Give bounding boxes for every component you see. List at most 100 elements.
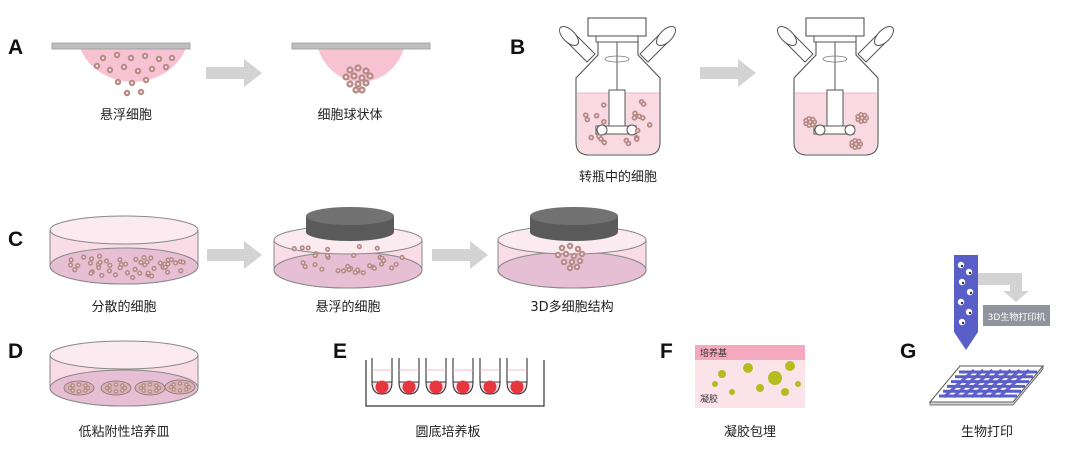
cell: [106, 268, 113, 274]
arrow-icon: [207, 241, 262, 269]
cell: [141, 254, 147, 261]
cell: [120, 383, 125, 388]
cell: [362, 79, 370, 87]
caption-dispersed-cells: 分散的细胞: [91, 300, 157, 315]
suspended-cells: [93, 51, 176, 97]
cell: [354, 80, 362, 88]
cell: [147, 389, 153, 394]
caption-low-attachment-dish: 低粘附性培养皿: [78, 425, 170, 440]
panel-e: [365, 358, 545, 407]
cell: [106, 66, 114, 74]
cell: [570, 252, 578, 260]
cell: [374, 245, 380, 251]
cell: [120, 388, 125, 393]
cell: [574, 245, 582, 253]
cell: [562, 250, 570, 258]
panel-letter-f: F: [660, 340, 673, 363]
cell: [99, 272, 105, 278]
cell: [68, 257, 74, 263]
round-bottom-plate: [365, 360, 545, 407]
cell: [137, 88, 145, 96]
cell: [312, 252, 318, 259]
petri-dish-with-lid: [273, 207, 423, 289]
cell: [573, 263, 581, 271]
cell: [184, 382, 189, 387]
cell: [807, 119, 813, 125]
print-nozzle: [954, 255, 978, 350]
caption-3d-structure: 3D多细胞结构: [530, 300, 614, 315]
cell: [133, 256, 139, 262]
cell: [640, 101, 647, 107]
cell: [162, 63, 170, 71]
cell: [566, 242, 574, 250]
cell: [366, 72, 374, 80]
cell: [151, 265, 157, 271]
cell: [155, 55, 163, 63]
cell: [354, 64, 362, 72]
cell: [164, 269, 171, 275]
cell: [72, 267, 78, 273]
plate-bar: [51, 42, 191, 50]
cell: [566, 264, 574, 272]
cell: [123, 89, 131, 97]
cell: [142, 76, 150, 84]
cell: [324, 252, 331, 259]
cell: [134, 67, 142, 75]
cell: [147, 382, 153, 387]
cell: [342, 73, 350, 81]
panel-letter-b: B: [510, 36, 526, 59]
petri-dish: [49, 215, 199, 285]
cell: [184, 387, 189, 392]
cell: [568, 258, 576, 266]
caption-suspension-cells: 悬浮细胞: [99, 108, 153, 123]
arrow-icon: [978, 273, 1029, 302]
cell: [141, 52, 149, 60]
cell: [168, 257, 174, 263]
cell: [853, 141, 859, 147]
gel-label: 凝胶: [700, 393, 718, 405]
cell: [123, 261, 129, 267]
cell: [144, 259, 150, 265]
cell: [154, 388, 159, 393]
cell: [631, 115, 638, 121]
spheroid: [510, 380, 524, 394]
cell: [120, 63, 128, 71]
panel-letter-d: D: [8, 340, 24, 363]
cell: [588, 134, 595, 141]
caption-bioprinting: 生物打印: [960, 425, 1014, 440]
panel-g: 3D生物打印机: [928, 255, 1050, 406]
cell: [81, 254, 87, 260]
caption-suspended-cells: 悬浮的细胞: [315, 300, 381, 315]
cell: [148, 65, 156, 73]
cell: [593, 112, 600, 119]
hanging-drop-shape: [318, 48, 404, 82]
cell: [113, 382, 119, 387]
cell: [291, 246, 297, 252]
cell: [138, 259, 144, 265]
cell: [113, 51, 121, 59]
arrow-icon: [206, 59, 262, 87]
cell: [639, 115, 646, 121]
cell: [312, 261, 318, 268]
cell: [75, 263, 81, 269]
cell: [96, 253, 103, 259]
caption-spheroid: 细胞球状体: [317, 108, 383, 123]
cell: [350, 72, 358, 80]
cell: [351, 252, 357, 258]
cell: [633, 136, 640, 142]
cell: [180, 259, 186, 265]
caption-gel-embedding: 凝胶包埋: [723, 425, 777, 440]
cell: [97, 259, 103, 266]
cell: [362, 67, 370, 75]
cell: [352, 269, 358, 275]
plate-bar: [291, 42, 431, 50]
cell: [598, 136, 604, 142]
cell: [87, 260, 94, 266]
cell: [70, 383, 75, 388]
cell: [168, 54, 176, 62]
cell: [632, 110, 638, 117]
cell: [634, 127, 641, 134]
cell: [584, 116, 591, 123]
panel-b: [559, 17, 894, 156]
cell: [178, 268, 184, 274]
